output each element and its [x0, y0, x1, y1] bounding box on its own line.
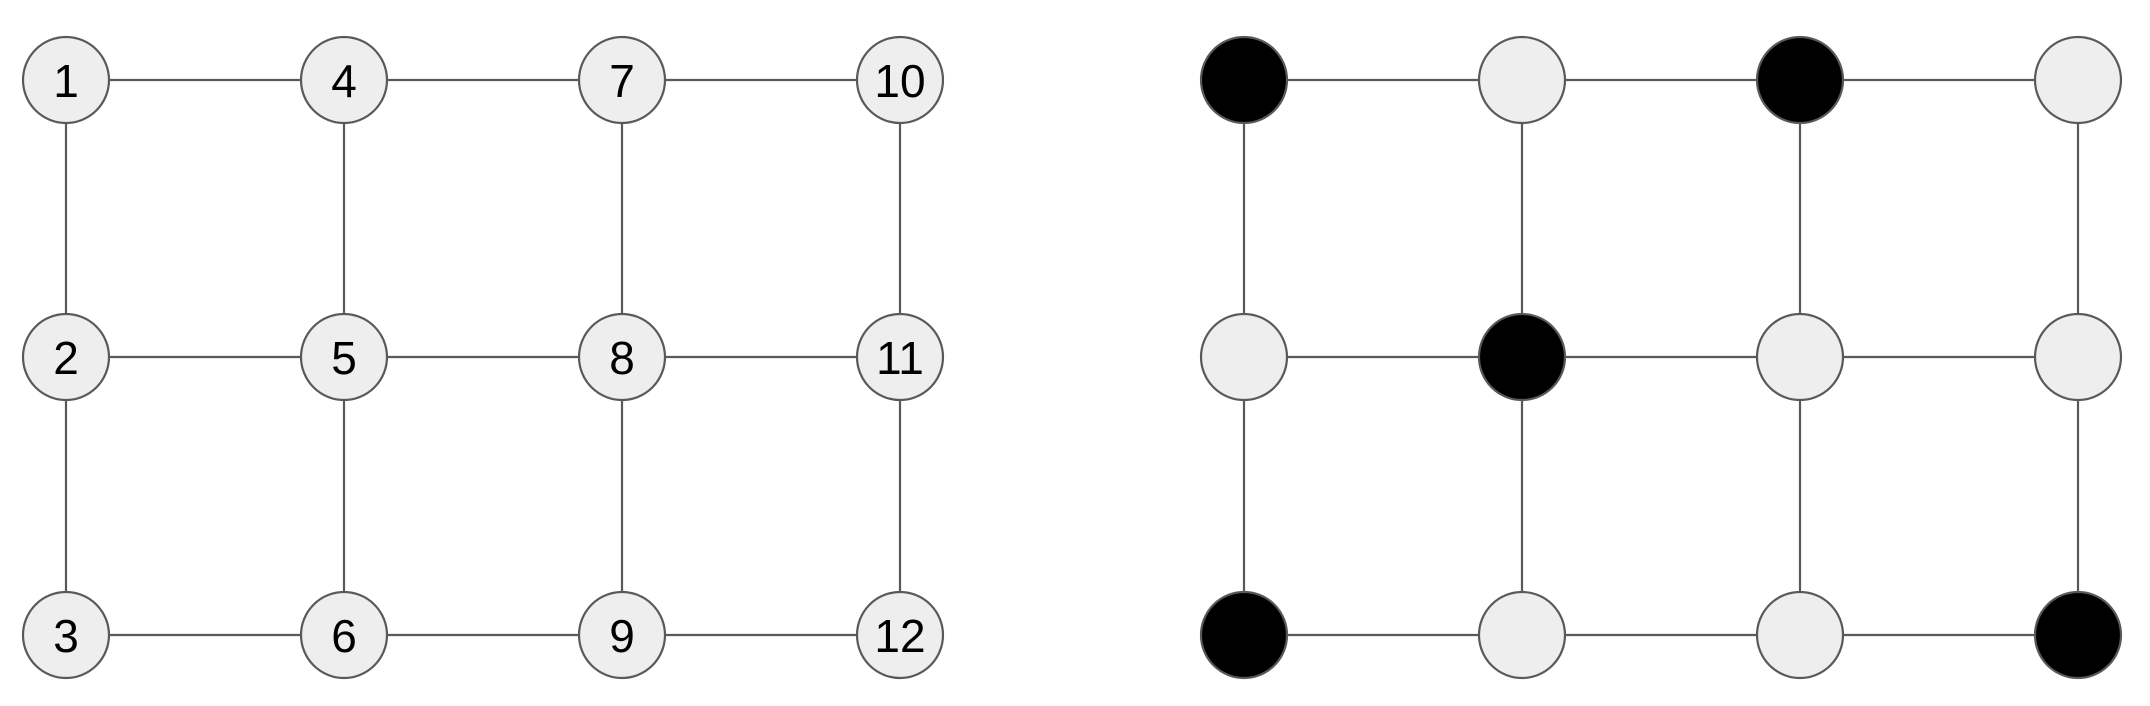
left-node-11-circle — [855, 312, 945, 402]
left-node-10-circle — [855, 35, 945, 125]
right-node-8-empty — [1755, 312, 1845, 402]
right-node-6-empty — [1477, 590, 1567, 680]
left-node-8: 8 — [577, 312, 667, 402]
left-node-5-label: 5 — [331, 332, 357, 384]
left-node-7-label: 7 — [609, 55, 635, 107]
right-graph-colored — [1199, 35, 2123, 680]
left-node-6-circle — [299, 590, 389, 680]
left-node-12: 12 — [855, 590, 945, 680]
left-node-3-label: 3 — [53, 610, 79, 662]
left-node-8-circle — [577, 312, 667, 402]
left-node-9: 9 — [577, 590, 667, 680]
right-graph-edges — [1242, 78, 2080, 637]
right-node-3-filled — [1199, 590, 1289, 680]
left-node-8-label: 8 — [609, 332, 635, 384]
left-graph-edges — [64, 78, 902, 637]
right-node-5-filled — [1477, 312, 1567, 402]
left-node-11: 11 — [855, 312, 945, 402]
right-node-2-empty — [1199, 312, 1289, 402]
right-node-7-filled — [1755, 35, 1845, 125]
left-node-1-label: 1 — [53, 55, 79, 107]
left-node-12-label: 12 — [874, 610, 925, 662]
left-node-5-circle — [299, 312, 389, 402]
right-node-1-filled — [1199, 35, 1289, 125]
left-node-10-label: 10 — [874, 55, 925, 107]
left-node-3: 3 — [21, 590, 111, 680]
left-node-7: 7 — [577, 35, 667, 125]
right-node-10-empty — [2033, 35, 2123, 125]
left-node-1: 1 — [21, 35, 111, 125]
left-node-9-circle — [577, 590, 667, 680]
left-node-11-label: 11 — [876, 332, 924, 384]
right-node-9-empty — [1755, 590, 1845, 680]
right-node-4-empty — [1477, 35, 1567, 125]
left-node-12-circle — [855, 590, 945, 680]
left-node-4-label: 4 — [331, 55, 357, 107]
left-node-2-circle — [21, 312, 111, 402]
left-node-6-label: 6 — [331, 610, 357, 662]
left-node-1-circle — [21, 35, 111, 125]
left-node-2: 2 — [21, 312, 111, 402]
left-node-7-circle — [577, 35, 667, 125]
right-node-11-empty — [2033, 312, 2123, 402]
left-node-5: 5 — [299, 312, 389, 402]
left-node-6: 6 — [299, 590, 389, 680]
left-node-4-circle — [299, 35, 389, 125]
left-node-3-circle — [21, 590, 111, 680]
right-node-12-filled — [2033, 590, 2123, 680]
left-node-10: 10 — [855, 35, 945, 125]
left-node-9-label: 9 — [609, 610, 635, 662]
left-node-4: 4 — [299, 35, 389, 125]
right-graph-nodes — [1199, 35, 2123, 680]
left-node-2-label: 2 — [53, 332, 79, 384]
